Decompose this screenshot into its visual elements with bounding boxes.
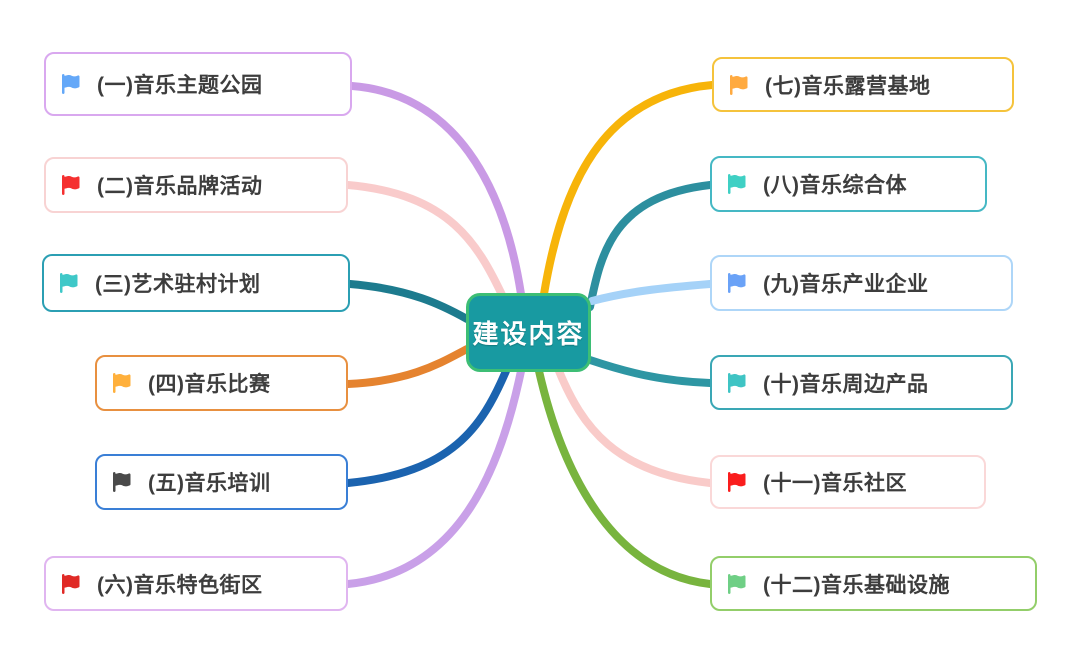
branch-line-7: [540, 81, 716, 298]
flag-icon: [62, 74, 80, 94]
branch-line-10: [586, 356, 714, 387]
branch-node-2[interactable]: (二)音乐品牌活动: [44, 157, 348, 213]
flag-icon: [62, 573, 80, 594]
flag-icon: [728, 174, 746, 194]
branch-label: (七)音乐露营基地: [765, 74, 931, 98]
branch-line-12: [535, 367, 714, 588]
branch-line-4: [344, 345, 471, 388]
branch-label: (十一)音乐社区: [763, 472, 907, 495]
branch-label: (一)音乐主题公园: [97, 74, 263, 97]
branch-node-12[interactable]: (十二)音乐基础设施: [710, 556, 1037, 611]
branch-label: (四)音乐比赛: [148, 373, 271, 396]
flag-icon: [113, 373, 131, 393]
branch-node-10[interactable]: (十)音乐周边产品: [710, 355, 1013, 410]
flag-icon: [728, 573, 746, 594]
flag-icon: [60, 273, 78, 293]
flag-icon: [728, 372, 746, 393]
branch-label: (八)音乐综合体: [763, 174, 907, 197]
flag-icon: [728, 472, 746, 492]
branch-node-5[interactable]: (五)音乐培训: [95, 454, 348, 510]
branch-line-2: [344, 181, 508, 303]
branch-node-4[interactable]: (四)音乐比赛: [95, 355, 348, 411]
branch-line-3: [346, 280, 471, 323]
branch-node-3[interactable]: (三)艺术驻村计划: [42, 254, 350, 312]
branch-node-1[interactable]: (一)音乐主题公园: [44, 52, 352, 116]
branch-line-5: [344, 367, 510, 487]
flag-icon: [62, 175, 80, 195]
flag-icon: [728, 273, 746, 293]
branch-node-6[interactable]: (六)音乐特色街区: [44, 556, 348, 611]
branch-label: (五)音乐培训: [148, 472, 271, 495]
center-node-label: 建设内容: [472, 319, 585, 349]
branch-line-9: [588, 280, 714, 305]
flag-icon: [730, 74, 748, 95]
branch-line-8: [586, 181, 714, 311]
branch-line-11: [555, 367, 714, 487]
branch-label: (六)音乐特色街区: [97, 573, 263, 597]
center-node[interactable]: 建设内容: [466, 293, 591, 372]
branch-label: (十)音乐周边产品: [763, 372, 929, 396]
branch-node-8[interactable]: (八)音乐综合体: [710, 156, 987, 212]
branch-node-7[interactable]: (七)音乐露营基地: [712, 57, 1014, 112]
branch-line-1: [348, 82, 525, 298]
branch-label: (九)音乐产业企业: [763, 273, 929, 296]
branch-label: (二)音乐品牌活动: [97, 175, 263, 198]
flag-icon: [113, 472, 131, 492]
branch-label: (三)艺术驻村计划: [95, 273, 261, 296]
branch-node-11[interactable]: (十一)音乐社区: [710, 455, 986, 509]
branch-node-9[interactable]: (九)音乐产业企业: [710, 255, 1013, 311]
branch-line-6: [344, 367, 525, 588]
branch-label: (十二)音乐基础设施: [763, 573, 950, 597]
